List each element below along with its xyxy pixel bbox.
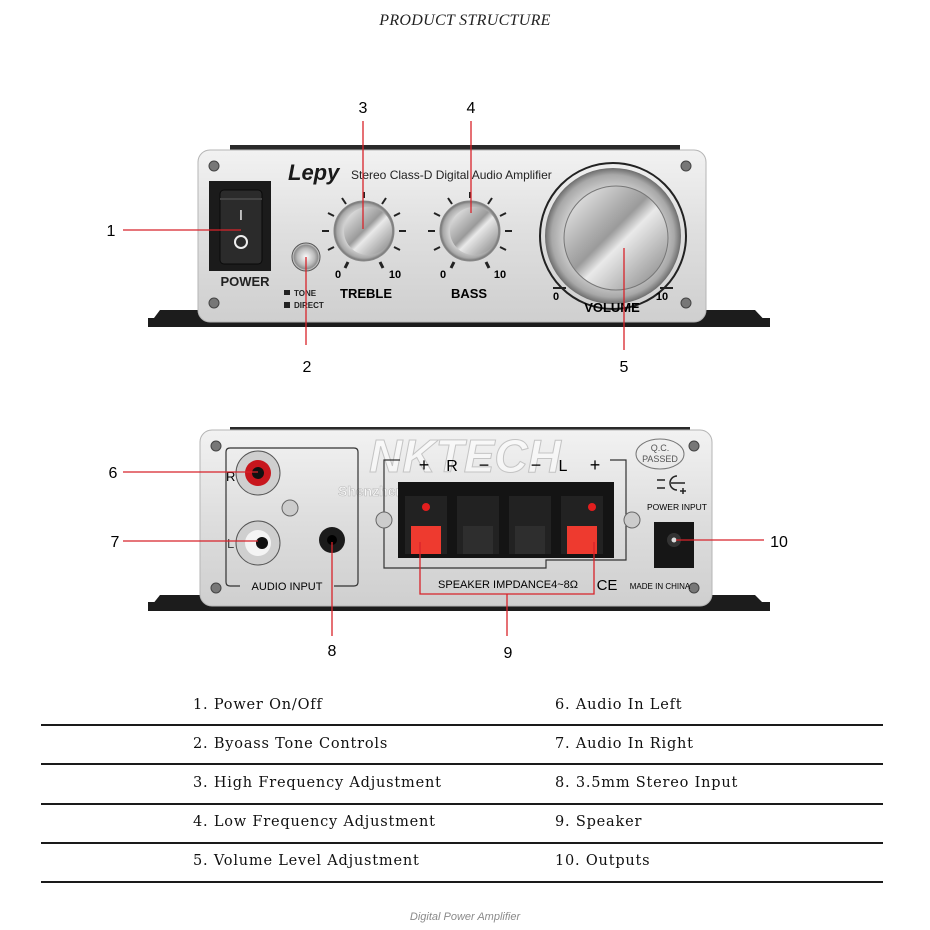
switch-on-glyph: I: [239, 207, 243, 224]
callout-1: 1: [107, 223, 116, 240]
treble-max-label: 10: [389, 269, 401, 281]
spec-item: 10. Outputs: [555, 853, 651, 869]
qc-line2: PASSED: [642, 454, 678, 464]
model-text: Stereo Class-D Digital Audio Amplifier: [351, 168, 552, 182]
screw-icon: [208, 160, 692, 309]
direct-label: DIRECT: [294, 301, 324, 310]
table-divider: [41, 803, 883, 805]
screw-icon: [623, 511, 641, 529]
treble-knob[interactable]: [344, 207, 392, 255]
page-title: PRODUCT STRUCTURE: [379, 12, 551, 29]
leader-lines-front: [123, 121, 625, 350]
audio-input-frame: [225, 447, 359, 587]
power-rocker-switch: [219, 189, 263, 265]
speaker-terminal-l-plus[interactable]: [567, 526, 597, 554]
spec-item: 1. Power On/Off: [193, 697, 323, 713]
speaker-terminal-frame: [383, 459, 627, 569]
speaker-minus-r: −: [479, 455, 490, 475]
volume-knob[interactable]: [563, 185, 669, 291]
callout-5: 5: [620, 359, 629, 376]
speaker-plus-l: +: [590, 455, 601, 475]
speaker-minus-l: −: [531, 455, 542, 475]
power-label: POWER: [220, 274, 270, 289]
front-panel-diagram: I POWER TONE DIRECT Lepy Stereo Class-D …: [107, 100, 770, 376]
volume-min-label: 0: [553, 291, 559, 303]
bass-label: BASS: [451, 286, 487, 301]
volume-label: VOLUME: [584, 300, 640, 315]
chassis-top-fins: [230, 145, 680, 151]
spec-item: 2. Byoass Tone Controls: [193, 736, 389, 752]
speaker-terminal-r-minus[interactable]: [463, 526, 493, 554]
leader-lines-rear: [123, 471, 764, 636]
rear-panel-diagram: NKTECH Shenzhen Nuokai Technology Co., L…: [109, 427, 788, 662]
dc-polarity-icon: [657, 475, 686, 494]
rca-left-label: L: [227, 536, 234, 551]
table-divider: [41, 842, 883, 844]
screw-icon: [210, 440, 700, 594]
footer-caption: Digital Power Amplifier: [409, 911, 521, 923]
speaker-impedance-label: SPEAKER IMPDANCE4~8Ω: [438, 579, 578, 591]
bass-knob[interactable]: [450, 207, 498, 255]
spec-item: 4. Low Frequency Adjustment: [193, 814, 436, 830]
spec-item: 9. Speaker: [555, 814, 643, 830]
speaker-terminals: [405, 496, 603, 554]
treble-label: TREBLE: [340, 286, 392, 301]
button-down-icon: [284, 302, 290, 308]
qc-line1: Q.C.: [651, 443, 670, 453]
spec-item: 6. Audio In Left: [555, 697, 683, 713]
spec-item: 5. Volume Level Adjustment: [193, 853, 420, 869]
speaker-terminal-l-minus[interactable]: [515, 526, 545, 554]
table-divider: [41, 881, 883, 883]
callout-4: 4: [467, 100, 476, 117]
treble-min-label: 0: [335, 269, 341, 281]
bass-scale-ticks: [428, 192, 512, 269]
volume-outer-bezel: [539, 162, 687, 310]
ce-mark: CE: [597, 577, 618, 594]
audio-input-label: AUDIO INPUT: [252, 581, 323, 593]
treble-knob-group: 0 10 TREBLE: [322, 192, 406, 301]
spec-item: 8. 3.5mm Stereo Input: [555, 775, 739, 791]
brand-logo: Lepy: [288, 160, 341, 185]
made-in-label: MADE IN CHINA: [630, 582, 691, 591]
bass-min-label: 0: [440, 269, 446, 281]
callout-6: 6: [109, 465, 118, 482]
spec-item: 3. High Frequency Adjustment: [193, 775, 442, 791]
speaker-terminal-r-plus[interactable]: [411, 526, 441, 554]
speaker-l-label: L: [559, 458, 568, 475]
callout-7: 7: [111, 534, 120, 551]
button-up-icon: [284, 290, 290, 295]
spec-item: 7. Audio In Right: [555, 736, 694, 752]
bass-max-label: 10: [494, 269, 506, 281]
bass-knob-group: 0 10 BASS: [428, 192, 512, 301]
table-divider: [41, 724, 883, 726]
speaker-r-label: R: [446, 458, 458, 475]
qc-passed-badge: [635, 438, 685, 470]
screw-icon: [375, 511, 393, 529]
volume-knob-group: 0 10 VOLUME: [539, 162, 687, 315]
table-divider: [41, 763, 883, 765]
power-input-label: POWER INPUT: [647, 502, 707, 512]
callout-9: 9: [504, 645, 513, 662]
treble-scale-ticks: [322, 192, 406, 269]
callout-2: 2: [303, 359, 312, 376]
volume-max-label: 10: [656, 291, 668, 303]
screw-icon: [281, 499, 299, 517]
callout-8: 8: [328, 643, 337, 660]
callout-10: 10: [770, 534, 788, 551]
rca-right-label: R: [226, 469, 235, 484]
watermark-logo: NKTECH: [369, 430, 561, 482]
callout-3: 3: [359, 100, 368, 117]
speaker-plus-r: +: [419, 455, 430, 475]
switch-off-glyph: [234, 235, 248, 249]
